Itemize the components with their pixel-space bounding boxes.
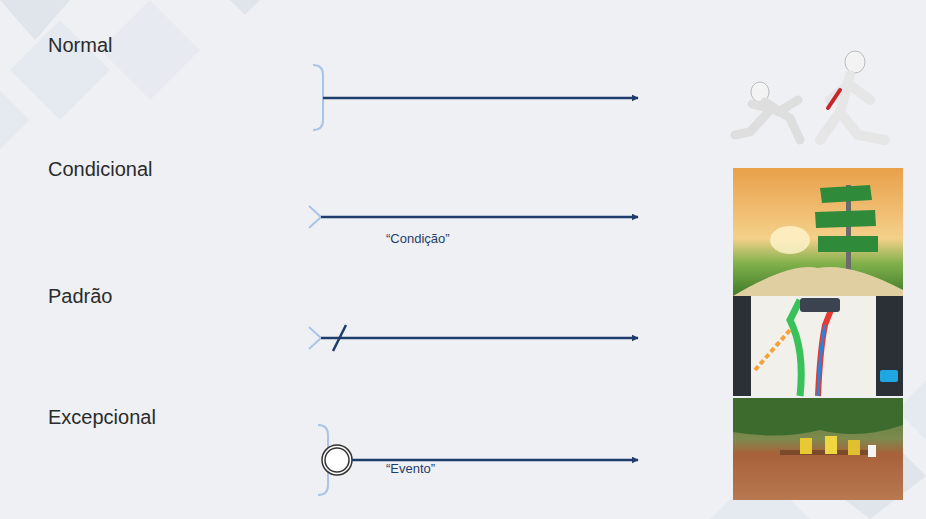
- map-side-panel: [876, 296, 903, 396]
- path-ground: [733, 267, 903, 296]
- conditional-flow-arrow: [321, 216, 638, 219]
- flow-type-heading: Padrão: [48, 284, 113, 308]
- default-flow-slash: [333, 325, 346, 351]
- deco-diamond: [100, 0, 200, 100]
- barrel: [825, 436, 837, 454]
- runner-body: [820, 75, 885, 140]
- photo-frame: [733, 296, 903, 396]
- trees: [733, 398, 903, 436]
- flow-bracket: [313, 65, 323, 130]
- map-instruction: [800, 298, 840, 312]
- default-flow-arrow: [321, 337, 638, 340]
- sign-board: [820, 185, 872, 203]
- barrel: [800, 438, 812, 454]
- deco-diamond: [230, 0, 260, 15]
- flow-label: “Condição”: [386, 231, 450, 247]
- default-flow-start: [309, 327, 321, 349]
- runners-illustration: [735, 51, 885, 140]
- sign-board: [815, 210, 876, 228]
- map-side-bar: [733, 296, 751, 396]
- signpost-photo: [733, 168, 903, 296]
- photo-frame: [733, 398, 903, 500]
- deco-diamond: [0, 90, 30, 150]
- barrel: [868, 445, 876, 457]
- flow-type-heading: Normal: [48, 33, 112, 57]
- conditional-diamond-marker: [309, 206, 321, 228]
- boundary-event-inner: [325, 448, 349, 472]
- navigation-map: [733, 296, 903, 396]
- route-green: [790, 300, 801, 396]
- normal-flow-arrow: [323, 97, 638, 100]
- sign-board: [818, 236, 878, 252]
- relay-baton: [828, 90, 840, 108]
- map-button: [880, 370, 898, 382]
- exception-flow-arrow: [352, 459, 638, 462]
- blocked-road-photo: [733, 398, 903, 500]
- runner-body: [735, 100, 800, 140]
- route-blue: [818, 325, 825, 396]
- runner-head: [845, 51, 865, 73]
- sun-glow: [770, 226, 810, 254]
- barrel: [848, 440, 860, 455]
- flow-type-heading: Condicional: [48, 157, 153, 181]
- route-orange: [755, 330, 790, 370]
- flow-label: “Evento”: [386, 461, 435, 477]
- photo-frame: [733, 168, 903, 296]
- route-red: [818, 300, 835, 396]
- boundary-event-outer: [322, 445, 352, 475]
- flow-type-heading: Excepcional: [48, 405, 156, 429]
